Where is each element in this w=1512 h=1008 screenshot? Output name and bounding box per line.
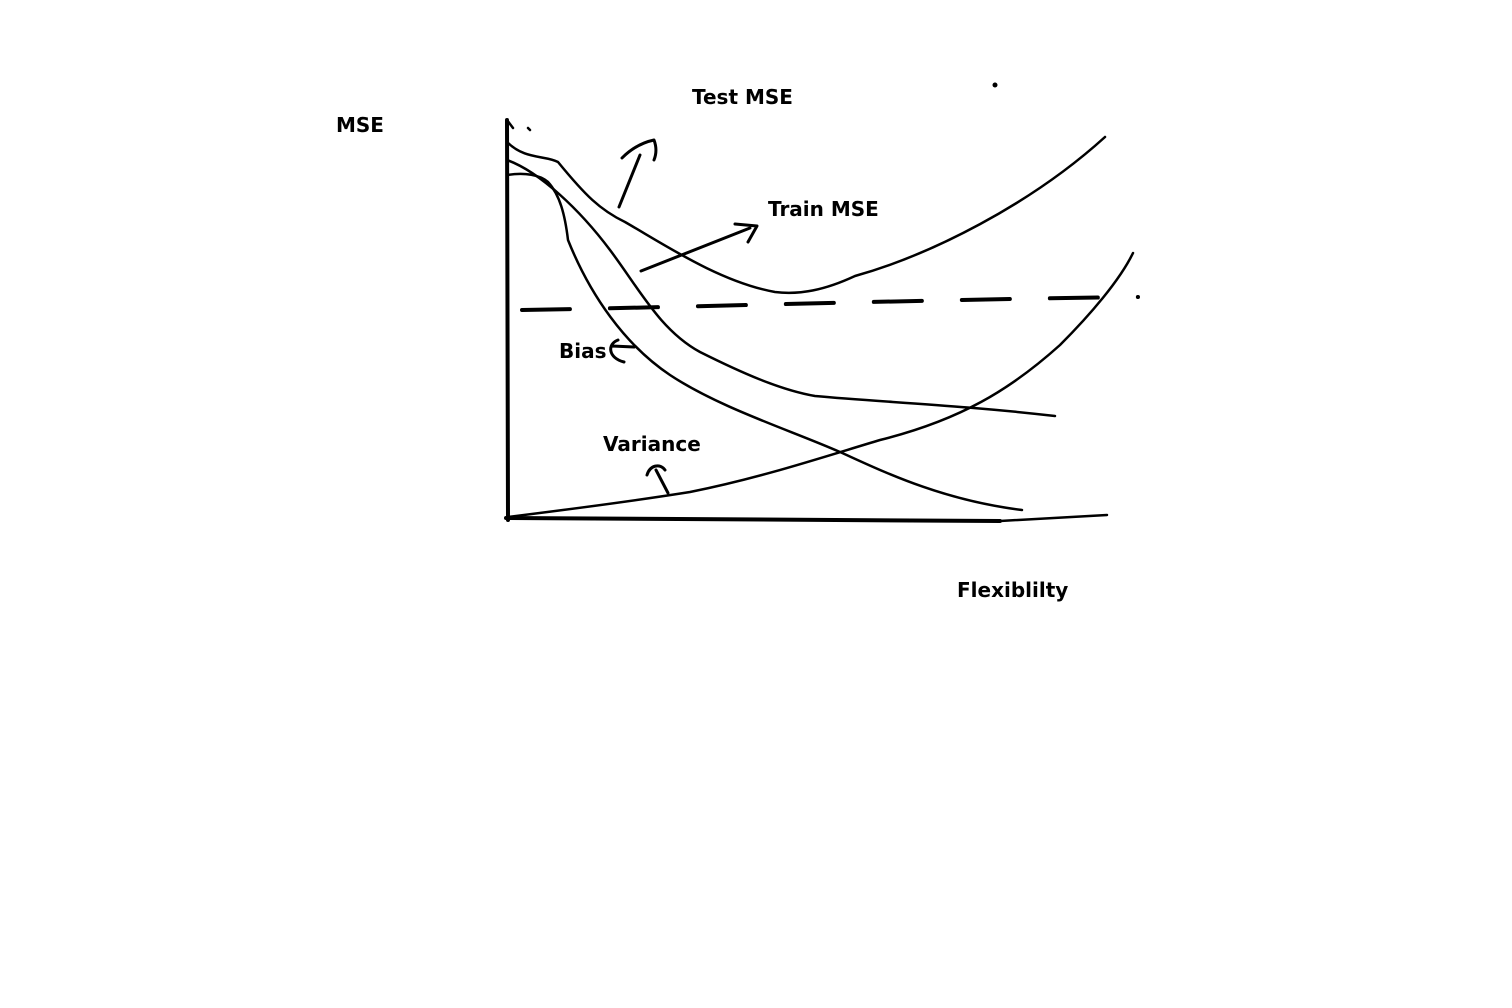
y-axis-label: MSE [336, 113, 384, 137]
variance-label: Variance [603, 432, 701, 456]
variance-pointer-arrow [645, 464, 670, 495]
x-axis [504, 516, 1002, 523]
variance-curve [506, 251, 1135, 519]
stray-dot [992, 82, 998, 88]
train-mse-label: Train MSE [768, 197, 879, 221]
bias-pointer-arrow [609, 338, 636, 364]
test-mse-pointer-arrow [617, 138, 658, 209]
test-mse-label: Test MSE [692, 85, 793, 109]
y-axis-tick [505, 118, 532, 132]
x-axis-tail [998, 513, 1109, 523]
irreducible-error-line [520, 295, 1140, 312]
test-mse-curve [505, 135, 1107, 295]
train-mse-curve [505, 158, 1057, 418]
bias-label: Bias [559, 339, 607, 363]
bias-curve [505, 172, 1024, 512]
y-axis [505, 118, 510, 522]
train-mse-pointer-arrow [639, 222, 759, 273]
x-axis-label: Flexiblilty [957, 578, 1069, 602]
